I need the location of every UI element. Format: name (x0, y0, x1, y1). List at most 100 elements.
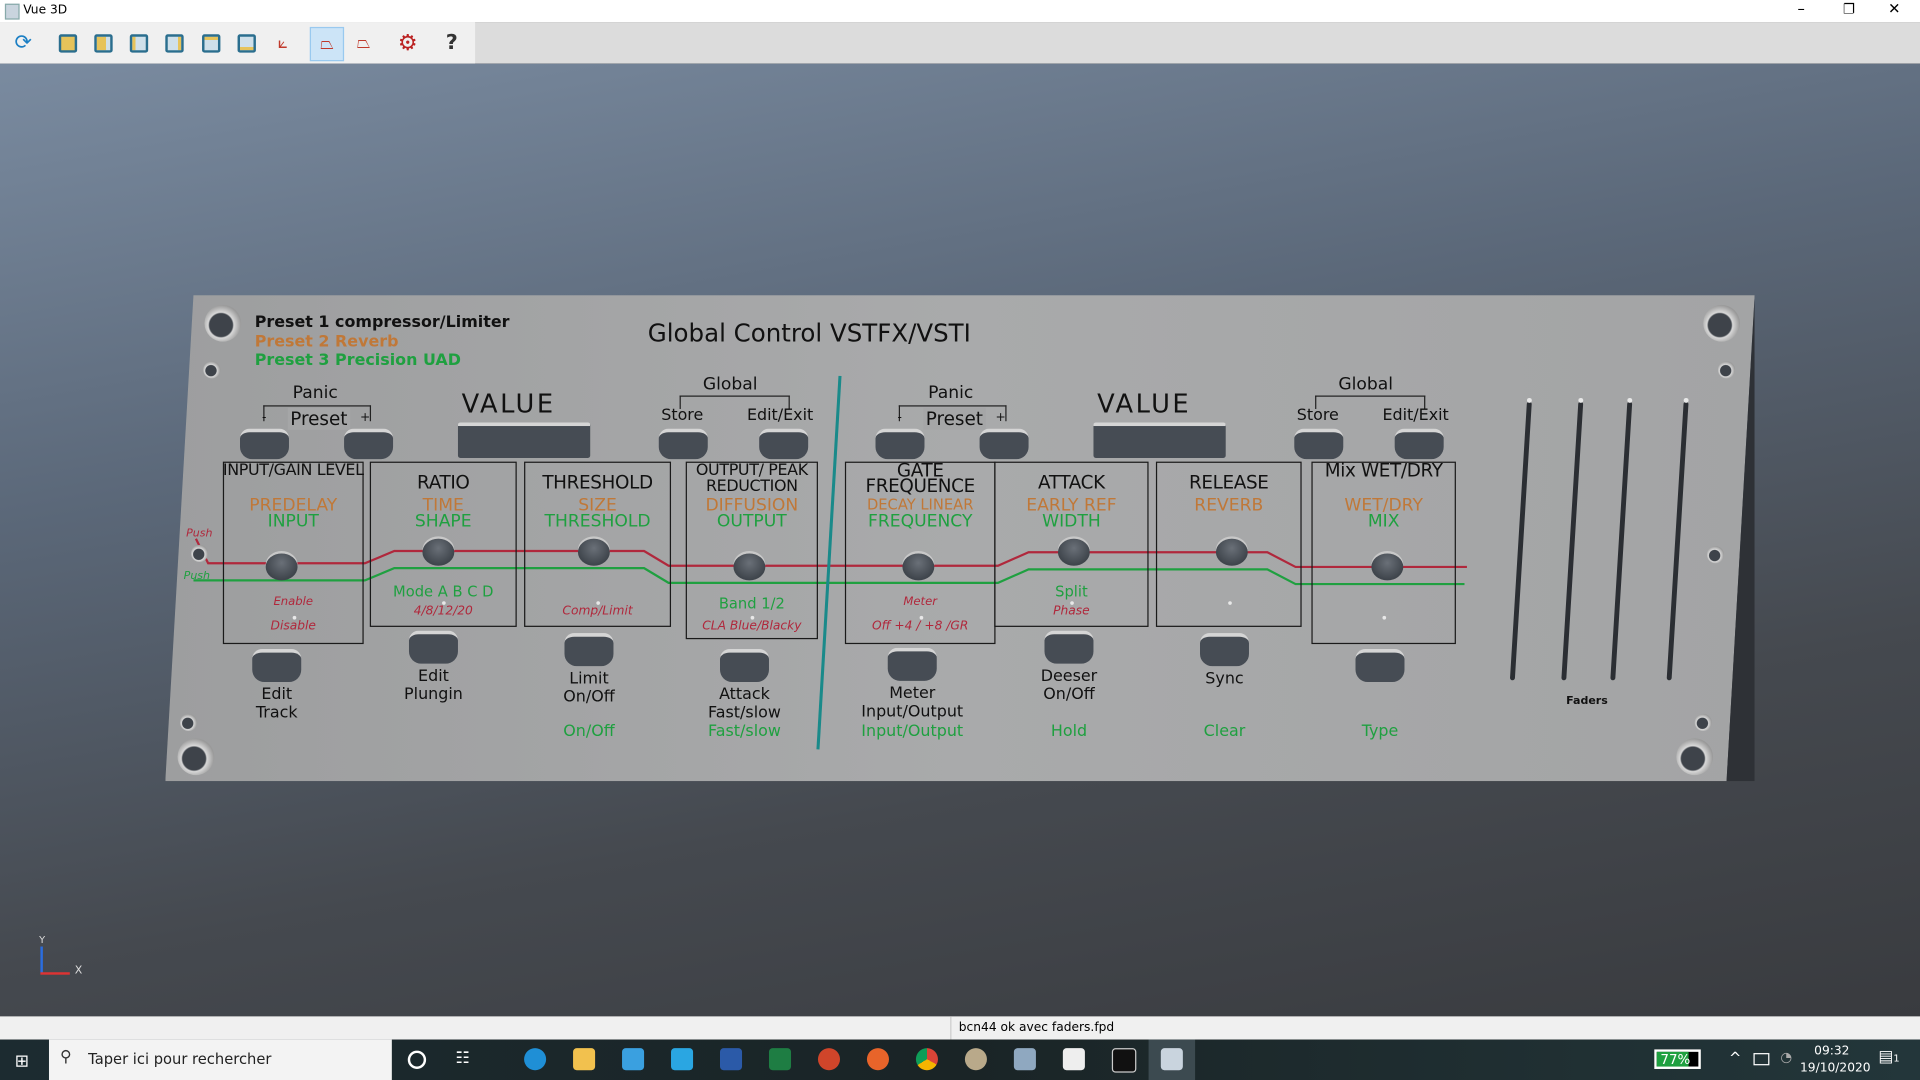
mail-icon[interactable] (622, 1048, 645, 1071)
button-label-green: On/Off (563, 722, 615, 741)
section-push-button[interactable] (1044, 630, 1094, 664)
cortana-icon[interactable] (407, 1050, 427, 1069)
clock[interactable]: 09:32 19/10/2020 (1800, 1043, 1871, 1077)
orthographic-icon[interactable]: ⏢ (356, 33, 371, 53)
section-push-button[interactable] (720, 648, 769, 683)
store-label: Store (661, 406, 704, 425)
mode-label-bottom: Disable (270, 619, 316, 634)
close-button[interactable]: ✕ (1888, 0, 1901, 18)
section-box (222, 461, 364, 645)
section-label-green: MIX (1367, 511, 1400, 532)
mode-label-bottom: Comp/Limit (562, 604, 633, 619)
wifi-icon[interactable]: ◔ (1780, 1049, 1793, 1066)
preset-bracket (263, 405, 372, 422)
section-push-button[interactable] (1200, 633, 1249, 667)
clock-date: 19/10/2020 (1800, 1061, 1871, 1076)
show-hidden-icons-chevron[interactable]: ^ (1728, 1049, 1742, 1067)
edit-exit-label: Edit/Exit (746, 406, 814, 425)
screw-hole (1703, 304, 1741, 342)
fader-cap (1526, 397, 1532, 403)
vue3d-taskbar-button[interactable] (1148, 1039, 1196, 1080)
section-push-button[interactable] (564, 633, 614, 667)
button-label-green: Fast/slow (708, 722, 781, 741)
view-top-icon[interactable] (198, 31, 222, 55)
rotary-knob[interactable] (1057, 538, 1090, 566)
rotary-knob[interactable] (902, 553, 935, 581)
task-view-icon[interactable]: ☷ (455, 1049, 470, 1068)
preset-minus-button[interactable] (240, 428, 289, 460)
edit-exit-button[interactable] (759, 428, 809, 460)
powerpoint-icon[interactable] (817, 1048, 841, 1071)
excel-icon[interactable] (768, 1048, 792, 1071)
faders-label: Faders (1566, 695, 1608, 708)
section-label-orange: SIZE (578, 495, 617, 516)
toolbar: ⟳ ⟀ ⏢ ⏢ ⚙ ? (0, 22, 1920, 64)
section-push-button[interactable] (252, 648, 302, 683)
button-label-line2: Track (255, 704, 298, 723)
screw-hole (1717, 361, 1736, 379)
rotary-knob[interactable] (733, 553, 766, 581)
preset-minus-label: - (262, 411, 267, 425)
value-display (457, 422, 591, 458)
section-push-button[interactable] (408, 630, 458, 664)
screw-hole (191, 544, 209, 563)
mode-label-top: Meter (903, 595, 938, 609)
chrome-icon[interactable] (915, 1048, 938, 1071)
calculator-app-icon[interactable] (1111, 1048, 1137, 1073)
battery-indicator[interactable]: 77% (1654, 1049, 1701, 1069)
window-title: Vue 3D (23, 3, 68, 18)
preset-minus-button[interactable] (875, 428, 925, 460)
help-icon[interactable]: ? (445, 30, 458, 56)
rotary-knob[interactable] (577, 538, 610, 566)
section-push-button[interactable] (1355, 648, 1405, 683)
edit-exit-button[interactable] (1394, 428, 1444, 460)
l-app-icon[interactable] (671, 1048, 694, 1071)
mode-label-top: Band 1/2 (718, 595, 785, 613)
refresh-icon[interactable]: ⟳ (14, 30, 32, 56)
section-title: ATTACK (1038, 471, 1105, 494)
paint-app-icon[interactable] (964, 1048, 987, 1071)
windows-start-icon[interactable]: ⊞ (14, 1051, 30, 1072)
preset-list: Preset 1 compressor/Limiter Preset 2 Rev… (255, 313, 510, 370)
view-front-icon[interactable] (55, 31, 79, 55)
fader-cap (1578, 397, 1584, 403)
rotary-knob[interactable] (1215, 538, 1248, 566)
store-button[interactable] (658, 428, 708, 460)
search-input[interactable]: ⚲ Taper ici pour rechercher (48, 1039, 392, 1080)
store-button[interactable] (1294, 428, 1344, 460)
rotary-knob[interactable] (1371, 553, 1404, 581)
section-label-orange: DECAY LINEAR (866, 495, 974, 514)
section-label-orange: WET/DRY (1344, 495, 1423, 516)
word-icon[interactable] (720, 1048, 743, 1071)
red-app-icon[interactable] (1062, 1048, 1085, 1071)
settings-icon[interactable]: ⚙ (397, 30, 418, 56)
clock-time: 09:32 (1814, 1044, 1850, 1058)
view-iso-icon[interactable]: ⟀ (277, 33, 288, 53)
view-back-icon[interactable] (91, 31, 115, 55)
view-bottom-icon[interactable] (234, 31, 258, 55)
firefox-icon[interactable] (866, 1048, 889, 1071)
section-push-button[interactable] (887, 647, 937, 681)
preset-plus-button[interactable] (344, 428, 394, 460)
rotary-knob[interactable] (265, 553, 298, 581)
file-explorer-icon[interactable] (573, 1048, 596, 1071)
view-right-icon[interactable] (162, 31, 186, 55)
push-label-red: Push (186, 527, 213, 541)
section-box (994, 461, 1149, 627)
edge-icon[interactable] (524, 1048, 547, 1071)
restore-button[interactable]: ❐ (1842, 1, 1855, 18)
button-label-line1: Attack (719, 685, 770, 705)
pen-app-icon[interactable] (1013, 1048, 1036, 1071)
button-label-line2: On/Off (563, 688, 615, 707)
notifications-icon[interactable]: ▤1 (1878, 1048, 1900, 1067)
title-bar: Vue 3D – ❐ ✕ (0, 0, 1920, 23)
preset-plus-button[interactable] (979, 428, 1029, 460)
rotary-knob[interactable] (422, 538, 455, 566)
section-label-green: WIDTH (1042, 511, 1101, 532)
minimize-button[interactable]: – (1797, 0, 1805, 18)
battery-tray-icon[interactable] (1753, 1053, 1770, 1066)
perspective-icon[interactable]: ⏢ (309, 26, 345, 62)
view-left-icon[interactable] (126, 31, 150, 55)
